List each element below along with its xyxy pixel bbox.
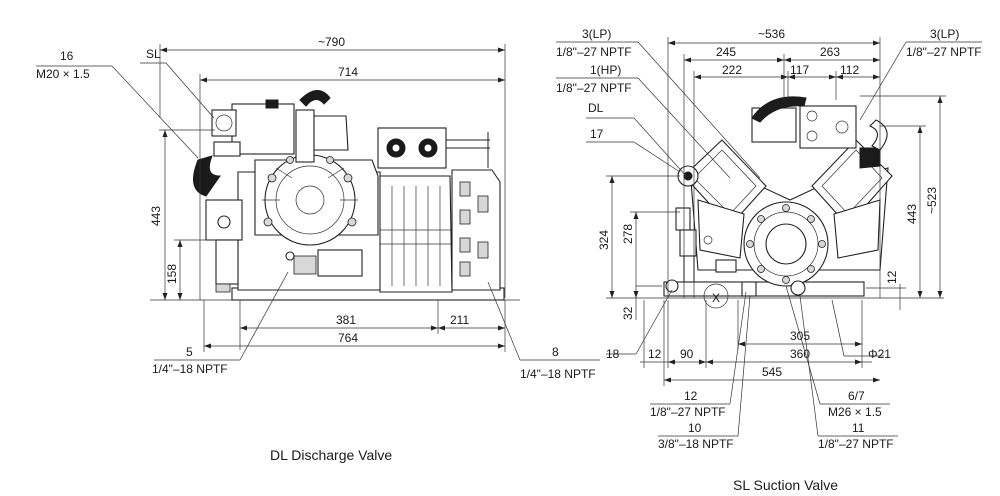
- discharge-valve-caption: DL Discharge Valve: [270, 447, 392, 463]
- compressor-side-body: [193, 90, 505, 301]
- dim-117-label: 117: [790, 63, 809, 77]
- side-view-dimension-lines: [36, 44, 600, 361]
- side-view: 16 M20 × 1.5 SL ~790 714 443 158 381 211…: [36, 35, 600, 381]
- part-11-thread-label: 1/8"–27 NPTF: [818, 437, 894, 451]
- height-324-label: 324: [597, 230, 611, 250]
- dim-245-label: 245: [716, 45, 736, 59]
- hp-thread-label: 1/8"–27 NPTF: [556, 81, 632, 95]
- dim-360-label: 360: [790, 347, 810, 361]
- lp-left-thread-label: 1/8"–27 NPTF: [556, 45, 632, 59]
- part-10-label: 10: [688, 421, 702, 435]
- end-view-labels: 3(LP) 1/8"–27 NPTF 1(HP) 1/8"–27 NPTF DL…: [556, 27, 982, 451]
- part-11-label: 11: [852, 421, 865, 435]
- x-mark: X: [712, 291, 720, 305]
- suction-valve-caption: SL Suction Valve: [733, 477, 838, 493]
- part-16-label: 16: [60, 49, 74, 63]
- part-5-thread-label: 1/4"–18 NPTF: [152, 362, 228, 376]
- lp-right-label: 3(LP): [930, 27, 959, 41]
- sl-label: SL: [146, 47, 161, 61]
- part-8-thread-label: 1/4"–18 NPTF: [520, 367, 596, 381]
- part-12-label: 12: [684, 389, 698, 403]
- dim-222-label: 222: [722, 63, 742, 77]
- part-16-thread-label: M20 × 1.5: [36, 67, 90, 81]
- part-17-label: 17: [590, 127, 604, 141]
- part-8-label: 8: [552, 345, 559, 359]
- side-view-labels: 16 M20 × 1.5 SL ~790 714 443 158 381 211…: [36, 35, 596, 381]
- part-6-7-thread-label: M26 × 1.5: [828, 405, 882, 419]
- height-278-label: 278: [621, 224, 635, 244]
- width-790-label: ~790: [318, 35, 345, 49]
- dim-263-label: 263: [820, 45, 840, 59]
- end-view-dimension-lines: [556, 37, 982, 437]
- dl-label: DL: [588, 101, 604, 115]
- hp-label: 1(HP): [590, 63, 621, 77]
- dim-90-label: 90: [680, 347, 694, 361]
- compressor-end-body: [663, 96, 893, 309]
- dim-211-label: 211: [450, 313, 469, 327]
- dim-305-label: 305: [790, 329, 810, 343]
- part-6-7-label: 6/7: [848, 389, 865, 403]
- part-18-label: 18: [606, 347, 620, 361]
- height-523-label: ~523: [925, 187, 939, 214]
- height-443-label: 443: [149, 206, 163, 226]
- dim-764-label: 764: [338, 331, 358, 345]
- height-443-right-label: 443: [905, 204, 919, 224]
- height-158-label: 158: [165, 264, 179, 284]
- height-12-label: 12: [885, 270, 899, 284]
- end-view: 3(LP) 1/8"–27 NPTF 1(HP) 1/8"–27 NPTF DL…: [556, 27, 982, 451]
- part-12-thread-label: 1/8"–27 NPTF: [650, 405, 726, 419]
- dim-381-label: 381: [336, 313, 356, 327]
- dim-545-label: 545: [762, 365, 782, 379]
- phi-21-label: Φ21: [868, 347, 891, 361]
- lp-right-thread-label: 1/8"–27 NPTF: [906, 45, 982, 59]
- height-32-label: 32: [621, 306, 635, 320]
- part-5-label: 5: [186, 345, 193, 359]
- dim-12-label: 12: [648, 347, 662, 361]
- width-714-label: 714: [338, 65, 358, 79]
- width-536-label: ~536: [758, 27, 785, 41]
- lp-left-label: 3(LP): [582, 27, 611, 41]
- dim-112-label: 112: [840, 63, 859, 77]
- part-10-thread-label: 3/8"–18 NPTF: [658, 437, 734, 451]
